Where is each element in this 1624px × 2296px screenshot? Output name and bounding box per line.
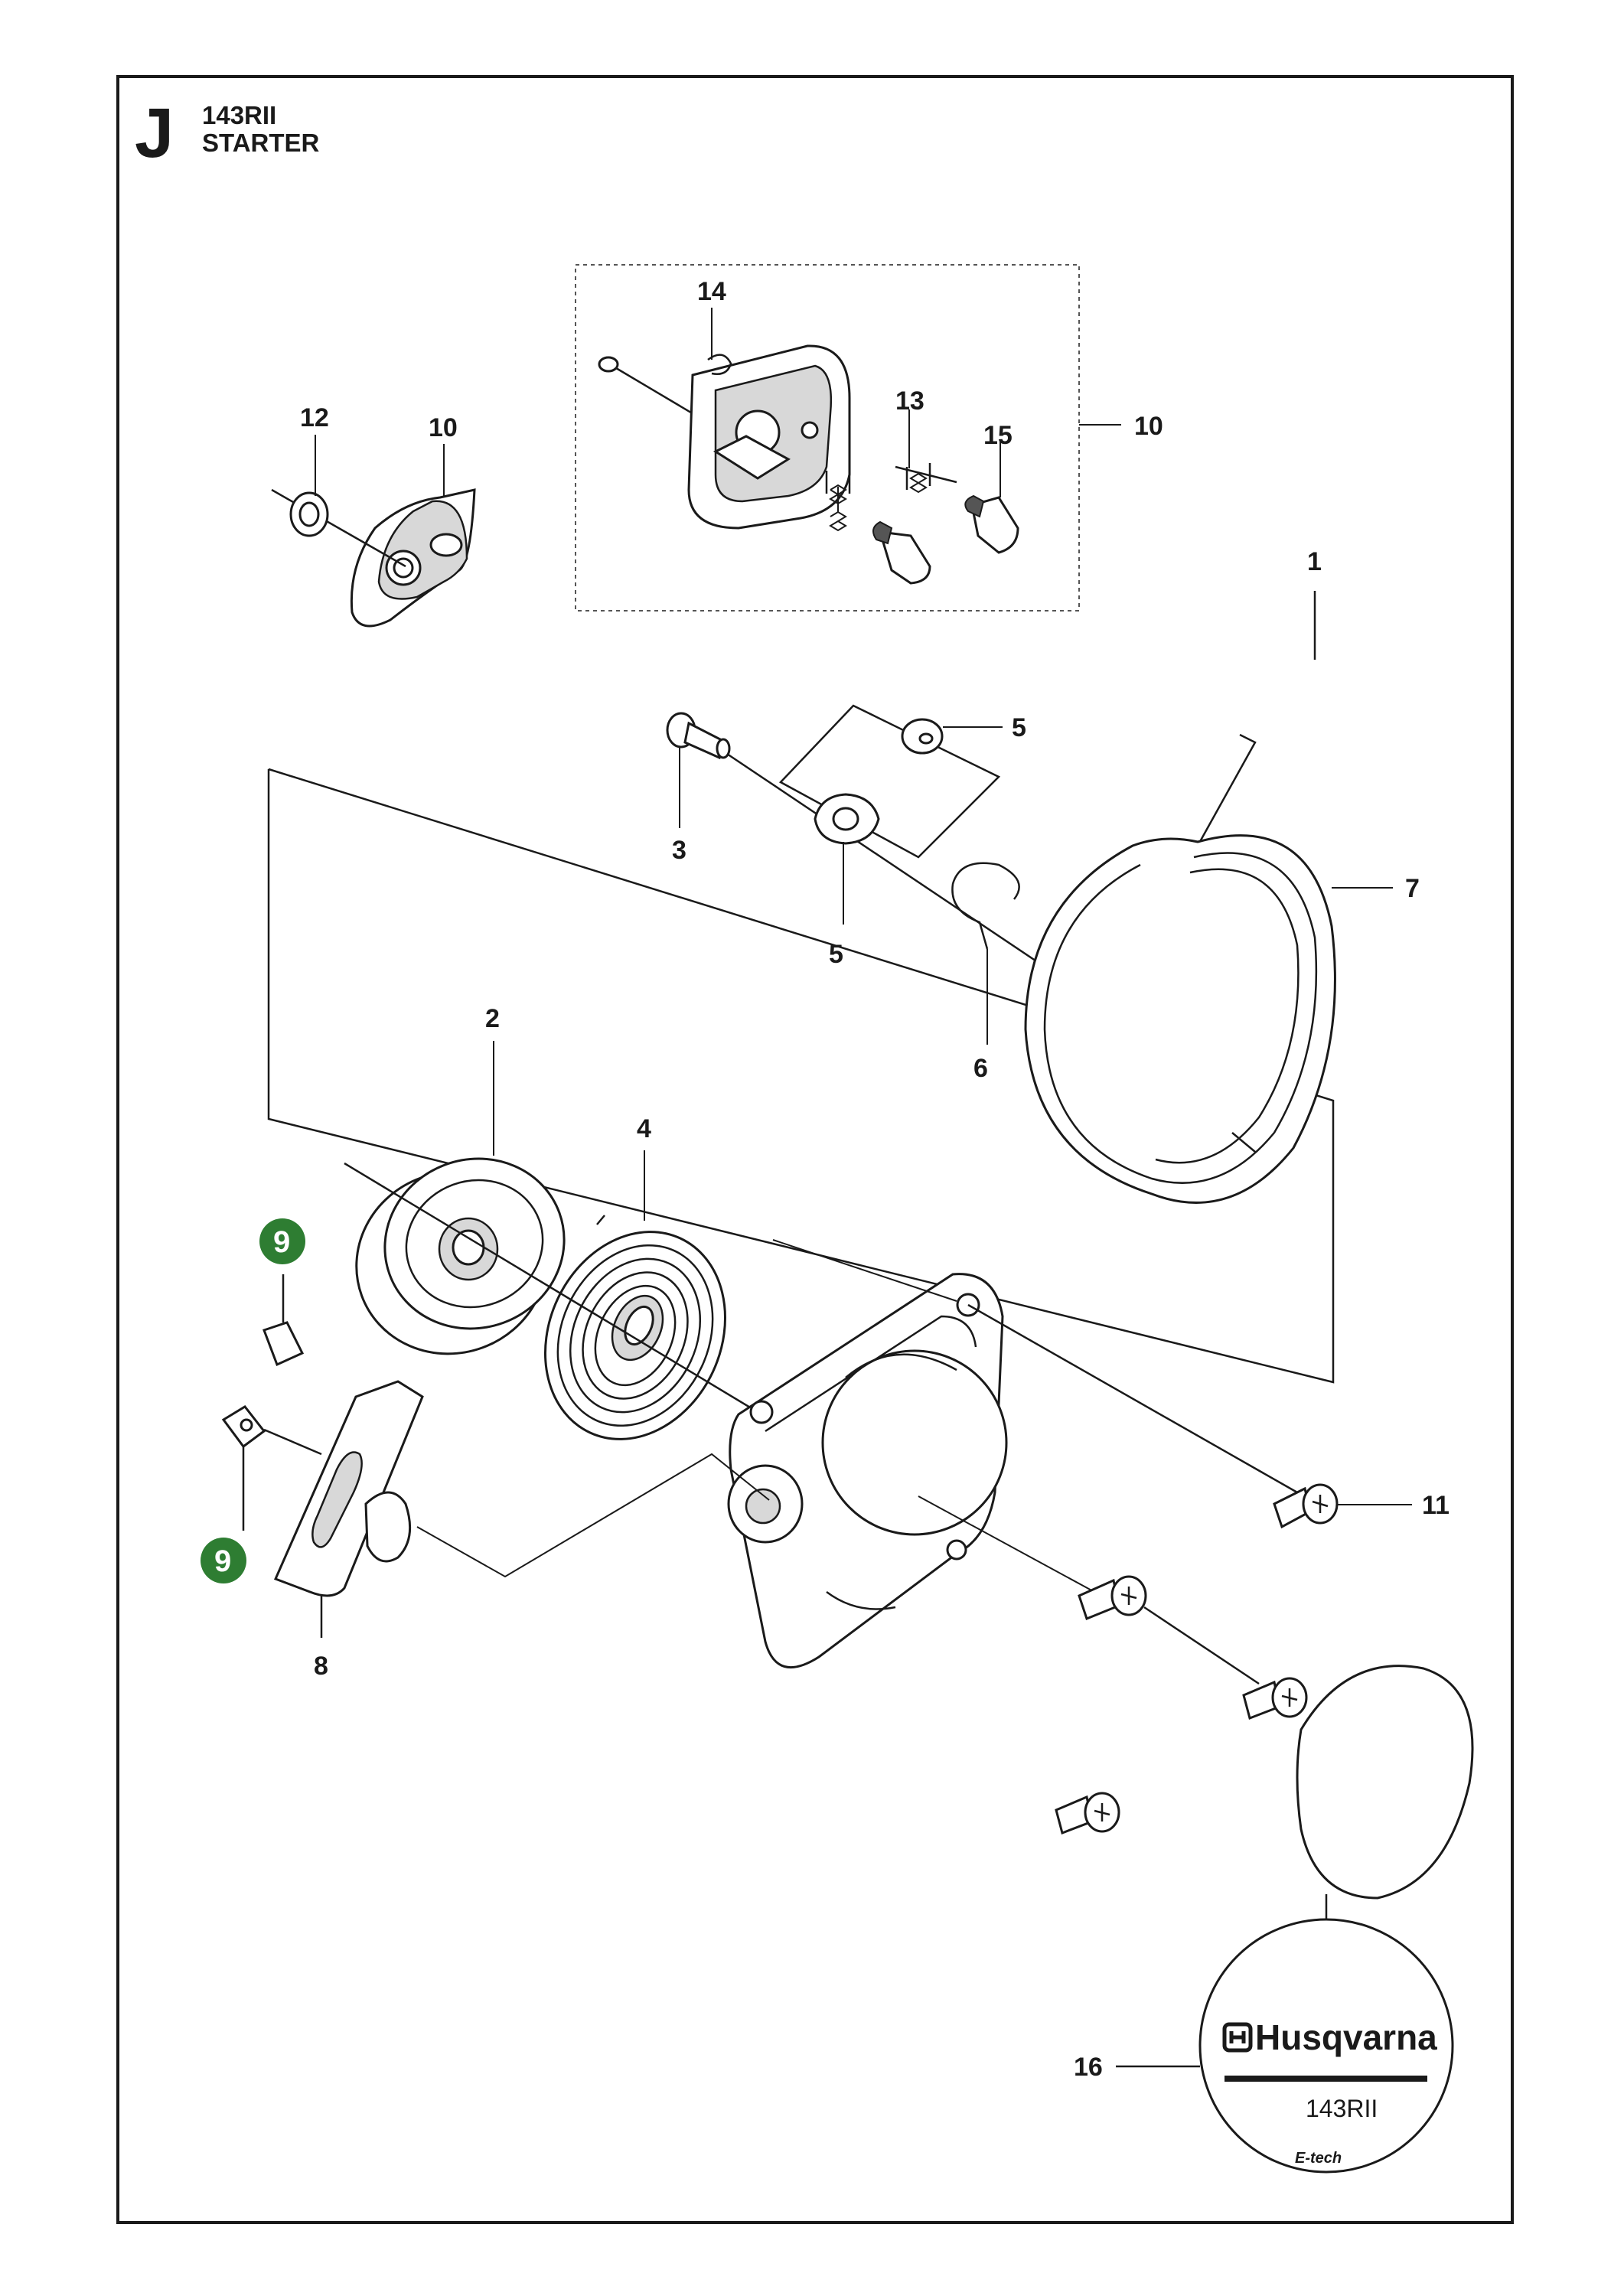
callout-4: 4 — [637, 1114, 651, 1143]
recoil-spring-7[interactable] — [1024, 733, 1336, 1204]
callout-9-bottom: 9 — [214, 1544, 231, 1578]
model-title: 143RII — [202, 101, 277, 129]
pawl-springs[interactable] — [825, 463, 957, 532]
insert-9-top[interactable] — [263, 1321, 305, 1367]
callout-15: 15 — [983, 421, 1013, 450]
rope-pulley-2[interactable] — [331, 1133, 588, 1380]
spring-hook-6[interactable] — [951, 862, 1020, 950]
washer-5-top[interactable] — [901, 718, 944, 755]
decal-16[interactable]: Husqvarna 143RII E-tech — [1198, 1918, 1454, 2174]
callout-6: 6 — [973, 1054, 988, 1083]
screw-3[interactable] — [666, 712, 1065, 981]
callout-12: 12 — [300, 403, 329, 432]
callout-3: 3 — [672, 836, 686, 865]
pawls[interactable] — [872, 494, 1019, 585]
nut-9-bottom[interactable] — [221, 1405, 322, 1531]
callout-7: 7 — [1405, 874, 1420, 903]
callout-10-left: 10 — [429, 413, 458, 442]
housing-screw-b[interactable] — [1242, 1677, 1308, 1720]
callout-5-center: 5 — [829, 940, 843, 969]
callout-1: 1 — [1307, 547, 1322, 576]
bushing-12[interactable] — [271, 488, 406, 568]
housing-screw-c[interactable] — [1055, 1792, 1120, 1835]
section-letter: J — [135, 94, 174, 172]
callout-14: 14 — [697, 277, 726, 306]
callout-10-box: 10 — [1134, 412, 1163, 441]
decal-brand: Husqvarna — [1255, 2017, 1437, 2057]
recoil-spring-4[interactable] — [512, 1202, 758, 1469]
section-title: STARTER — [202, 129, 320, 157]
screw-11[interactable] — [967, 1303, 1339, 1529]
decal-model: 143RII — [1306, 2095, 1378, 2122]
husqvarna-logo-icon — [1222, 2022, 1253, 2053]
callout-13: 13 — [895, 386, 925, 416]
decal-subtitle: E-tech — [1295, 2150, 1342, 2167]
kit-box-10 — [575, 264, 1080, 612]
callout-16: 16 — [1074, 2053, 1103, 2082]
starter-housing[interactable] — [727, 1239, 1095, 1669]
callout-5-top: 5 — [1012, 713, 1026, 742]
assembly-1-outline — [267, 768, 1335, 1384]
diagram-frame — [116, 75, 1514, 2224]
callout-2: 2 — [485, 1004, 500, 1033]
callout-8: 8 — [314, 1652, 328, 1681]
cover-disc[interactable] — [1296, 1665, 1474, 1900]
badge-9-top: 9 — [259, 1218, 305, 1264]
callout-9-top: 9 — [273, 1225, 290, 1259]
circlip-14[interactable] — [707, 354, 732, 375]
pawl-carrier[interactable] — [598, 344, 851, 530]
housing-screw-a[interactable] — [1078, 1575, 1147, 1620]
pawl-carrier-alt[interactable] — [350, 488, 476, 628]
badge-9-bottom: 9 — [201, 1538, 246, 1583]
starter-handle-8[interactable] — [273, 1380, 424, 1638]
callout-11: 11 — [1422, 1491, 1450, 1520]
washer-5-center[interactable] — [814, 793, 880, 845]
